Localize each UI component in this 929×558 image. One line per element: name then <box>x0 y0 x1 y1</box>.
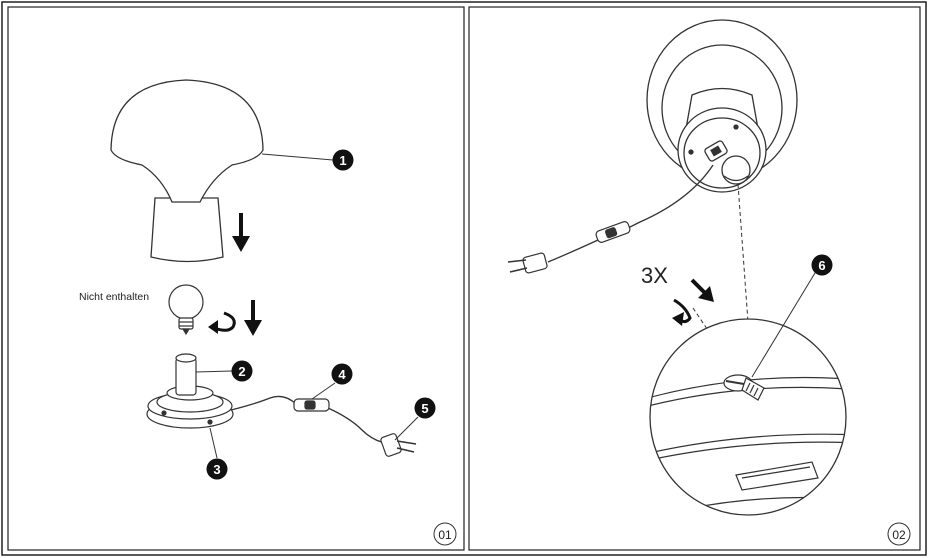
lamp-base-icon <box>146 353 234 429</box>
callout-leader-6 <box>751 267 819 378</box>
svg-text:1: 1 <box>339 153 346 168</box>
callout-3: 3 <box>206 458 228 480</box>
callout-leader-1 <box>261 153 334 161</box>
callout-leader-2 <box>195 370 233 373</box>
svg-text:5: 5 <box>421 401 428 416</box>
svg-text:4: 4 <box>338 367 346 382</box>
lamp-underside-icon <box>646 19 798 193</box>
callout-leader-5 <box>394 416 419 441</box>
rotate-arrow-icon-2 <box>672 298 692 326</box>
callout-4: 4 <box>331 363 353 385</box>
inline-switch-icon <box>293 398 330 412</box>
callout-leader-4 <box>311 382 336 400</box>
projection-line <box>737 183 749 323</box>
inline-switch-icon-2 <box>595 221 631 243</box>
callout-2: 2 <box>231 360 253 382</box>
panel-right-frame <box>468 6 921 551</box>
svg-text:01: 01 <box>438 528 452 542</box>
repeat-count-label: 3X <box>641 263 668 288</box>
svg-text:3: 3 <box>213 462 220 477</box>
rotate-arrow-icon <box>208 311 236 334</box>
callout-6: 6 <box>811 254 833 276</box>
svg-text:02: 02 <box>892 528 906 542</box>
zoom-detail-icon <box>649 318 847 516</box>
lamp-shade-icon <box>110 79 264 263</box>
plug-icon-2 <box>507 252 548 274</box>
callout-5: 5 <box>414 397 436 419</box>
page-number-02: 02 <box>887 522 911 546</box>
callout-1: 1 <box>332 149 354 171</box>
panel-left-frame <box>7 6 465 551</box>
not-included-caption: Nicht enthalten <box>79 291 149 303</box>
page-number-01: 01 <box>433 522 457 546</box>
power-cord-icon <box>230 395 386 444</box>
power-cord-icon-2 <box>547 164 714 263</box>
diagonal-arrow-icon <box>690 278 714 302</box>
svg-text:2: 2 <box>238 364 245 379</box>
light-bulb-icon <box>168 284 204 336</box>
svg-text:6: 6 <box>818 258 825 273</box>
down-arrow-icon <box>232 213 250 252</box>
callout-leader-3 <box>209 427 218 459</box>
down-arrow-icon-2 <box>244 300 262 336</box>
screw-icon <box>723 374 765 401</box>
